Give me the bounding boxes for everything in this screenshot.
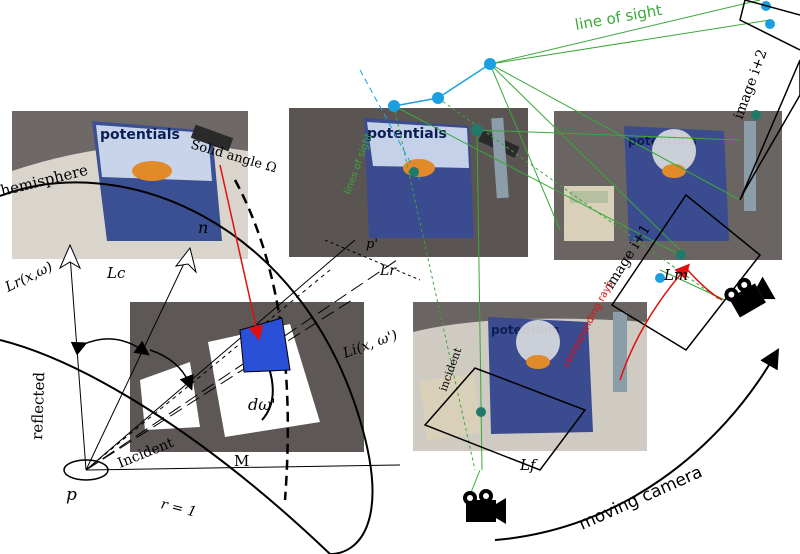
camera-path (494, 348, 780, 541)
scene-point (409, 167, 419, 177)
d-omega-label: dω' (248, 395, 276, 414)
solid-angle-label: Solid angle Ω (189, 137, 278, 176)
hemisphere-arc (0, 181, 374, 554)
correspondence-label: corresponding rays (561, 280, 616, 370)
scene-point (676, 250, 686, 260)
sight-segment (437, 63, 491, 99)
sight-node (432, 92, 444, 104)
magazine-title: potentials (367, 126, 447, 142)
angle-arc-reflected (70, 338, 150, 356)
L-r-plane-label: Lr (379, 263, 397, 279)
cone-ray-2 (85, 299, 353, 471)
scene-point (476, 407, 486, 417)
solid-angle-patch (239, 317, 291, 373)
radius-line (85, 464, 401, 471)
M-label: M (234, 452, 249, 470)
sight-node (484, 58, 496, 70)
angle-arc-incident (149, 349, 194, 391)
image-i2-label: image i+2 (731, 47, 771, 121)
reflected-arrowhead (58, 243, 82, 270)
incident-ray (85, 239, 356, 471)
camera-icon (724, 276, 776, 318)
sight-segment (393, 97, 439, 107)
hemisphere-label: hemisphere (0, 161, 90, 200)
moving-camera-label: moving camera (576, 462, 706, 534)
sight-node (388, 100, 400, 112)
camera-icon (463, 489, 506, 524)
photo-image-i2: potentials (554, 111, 782, 260)
line-of-sight-label: line of sight (574, 1, 664, 34)
normal-label: n (198, 218, 208, 237)
sight-dashed (359, 69, 421, 181)
lines-of-sight (393, 0, 771, 496)
L-f-label: Lf (519, 456, 538, 474)
image-plane-top (739, 0, 800, 51)
incident-label: Incident (116, 435, 177, 472)
incident-small-label: incident (437, 345, 465, 393)
L-m-label: Lm (663, 266, 688, 284)
L-c-label: Lc (106, 264, 126, 282)
correspondence-curve-2 (685, 267, 723, 301)
plane-edge (324, 239, 421, 281)
scene-point (471, 124, 483, 136)
magazine-title: potentials (100, 127, 180, 143)
radius-label: r = 1 (159, 496, 198, 520)
image-plane-i (423, 367, 587, 471)
scene-point (751, 110, 761, 120)
L-r-label: Lr(x,ω) (2, 259, 55, 296)
photo-image-i: potentials (413, 302, 647, 451)
image-plane-i1 (610, 193, 762, 351)
photo-hemisphere-view: potentials (12, 111, 248, 259)
photo-scene: potentials (12, 111, 248, 259)
p-prime-label: p' (366, 237, 378, 252)
reflected-label: reflected (28, 371, 48, 440)
L-i-label: Li(x, ω') (340, 327, 400, 362)
normal-arrowhead (174, 246, 197, 274)
photo-scene: potentials (413, 302, 647, 451)
solid-angle-ray (219, 164, 264, 341)
image-plane-i2 (739, 59, 800, 201)
sight-node (655, 273, 665, 283)
point-p-label: p (66, 485, 77, 505)
reflected-ray (69, 254, 87, 471)
normal-ray (85, 254, 189, 471)
sight-node (765, 19, 775, 29)
photo-scene: potentials (554, 111, 782, 260)
cone-ray-3 (85, 269, 331, 471)
base-ellipse-arc (0, 339, 331, 554)
correspondence-curve (619, 263, 690, 381)
lines-of-sight-label-small: lines of sight (342, 132, 374, 196)
